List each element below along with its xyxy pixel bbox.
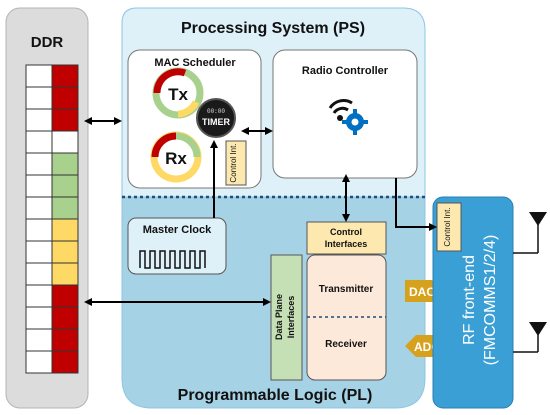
ddr-cell-right xyxy=(51,262,79,286)
connections xyxy=(84,117,437,306)
ddr-cell-left xyxy=(25,328,53,352)
rf-label-line1: RF front-end xyxy=(461,255,478,345)
transceiver-block: Transmitter Receiver xyxy=(306,254,387,381)
ddr-memory: DDR xyxy=(5,7,89,409)
control-interfaces-line2: Interfaces xyxy=(325,239,368,249)
ddr-cell-right xyxy=(51,240,79,264)
mac-control-int-label: Control Int. xyxy=(229,143,238,182)
ddr-label: DDR xyxy=(31,34,64,51)
ddr-cell-left xyxy=(25,196,53,220)
ddr-cell-left xyxy=(25,306,53,330)
ddr-cell-left xyxy=(25,240,53,264)
ddr-cell-right xyxy=(51,86,79,110)
ddr-cell-right xyxy=(51,350,79,374)
receiver-label: Receiver xyxy=(325,339,367,350)
antenna-bottom-icon xyxy=(513,322,547,353)
data-plane-line2: Interfaces xyxy=(286,296,296,339)
ddr-cell-right xyxy=(51,130,79,154)
data-plane-line1: Data Plane xyxy=(274,294,284,340)
ddr-cell-left xyxy=(25,86,53,110)
ddr-cell-left xyxy=(25,108,53,132)
ddr-cell-right xyxy=(51,152,79,176)
rf-control-int-box xyxy=(436,202,462,252)
radio-controller: Radio Controller xyxy=(272,49,418,179)
ddr-cell-left xyxy=(25,262,53,286)
ddr-cell-grid xyxy=(25,64,79,374)
ddr-cell-left xyxy=(25,350,53,374)
clock-waveform-icon xyxy=(139,250,206,269)
radio-controller-label: Radio Controller xyxy=(302,65,389,77)
rf-label-line2: (FMCOMMS1/2/4) xyxy=(482,235,499,366)
mac-control-int-box xyxy=(225,140,247,186)
ddr-cell-right xyxy=(51,196,79,220)
mac-scheduler: MAC Scheduler Tx Rx 00:00 TIMER Control … xyxy=(127,49,262,189)
mac-title: MAC Scheduler xyxy=(154,57,236,69)
tx-label: Tx xyxy=(168,85,188,104)
control-interfaces: Control Interfaces xyxy=(306,221,387,255)
ddr-cell-right xyxy=(51,64,79,88)
pl-title: Programmable Logic (PL) xyxy=(178,387,373,404)
ddr-cell-left xyxy=(25,64,53,88)
radio-rf-arrow xyxy=(395,178,437,231)
rf-control-int-label: Control Int. xyxy=(443,207,452,246)
timer-label: TIMER xyxy=(202,117,230,127)
ddr-cell-left xyxy=(25,130,53,154)
data-plane-interfaces: Data Plane Interfaces xyxy=(270,254,303,381)
tx-ring: Tx xyxy=(152,67,204,119)
control-interfaces-line1: Control xyxy=(330,227,362,237)
ddr-cell-left xyxy=(25,284,53,308)
ddr-cell-right xyxy=(51,284,79,308)
ps-title: Processing System (PS) xyxy=(181,20,365,37)
rx-ring: Rx xyxy=(150,131,202,183)
ddr-cell-left xyxy=(25,218,53,242)
dac-label: DAC xyxy=(409,285,435,299)
ddr-cell-right xyxy=(51,218,79,242)
ddr-cell-right xyxy=(51,174,79,198)
transmitter-label: Transmitter xyxy=(319,284,374,295)
master-clock: Master Clock xyxy=(127,217,227,275)
ddr-cell-right xyxy=(51,306,79,330)
master-clock-label: Master Clock xyxy=(143,224,212,236)
antenna-top-icon xyxy=(513,212,547,254)
rx-label: Rx xyxy=(165,149,187,168)
ddr-cell-right xyxy=(51,108,79,132)
rf-front-end: Control Int. RF front-end (FMCOMMS1/2/4) xyxy=(432,196,514,409)
ddr-cell-left xyxy=(25,174,53,198)
timer-icon: 00:00 TIMER xyxy=(196,98,236,138)
wireless-gear-icon xyxy=(328,99,368,135)
ddr-cell-right xyxy=(51,328,79,352)
timer-digits: 00:00 xyxy=(207,108,225,115)
ddr-cell-left xyxy=(25,152,53,176)
